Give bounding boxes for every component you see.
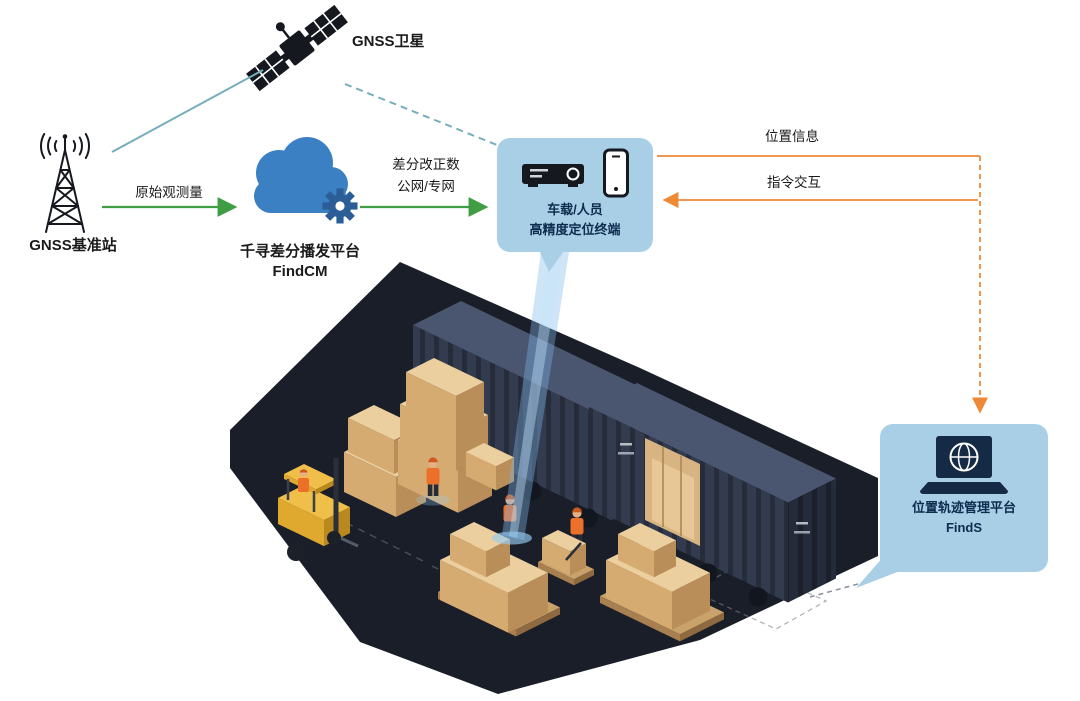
terminal-label: 车载/人员 高精度定位终端 bbox=[529, 200, 620, 239]
base-station-label: GNSS基准站 bbox=[29, 237, 117, 254]
satellite-to-station-link bbox=[111, 69, 264, 153]
cloud-platform-product: FindCM bbox=[272, 263, 328, 281]
positioning-beam bbox=[492, 252, 569, 545]
terminal-label-line2: 高精度定位终端 bbox=[529, 221, 621, 237]
warehouse-scene bbox=[230, 262, 878, 694]
diff-correction-label: 差分改正数 bbox=[392, 157, 460, 172]
finds-label-name: 位置轨迹管理平台 bbox=[911, 500, 1016, 515]
finds-bubble: 位置轨迹管理平台 FindS bbox=[880, 424, 1048, 572]
receiver-box-icon bbox=[522, 164, 584, 187]
satellite-label: GNSS卫星 bbox=[352, 33, 425, 50]
cloud-gear-icon bbox=[254, 137, 358, 224]
gear-icon bbox=[322, 188, 358, 224]
smartphone-icon bbox=[603, 148, 629, 198]
cloud-platform-name: 千寻差分播发平台 bbox=[239, 243, 360, 260]
raw-observation-label: 原始观测量 bbox=[135, 185, 203, 200]
cloud-platform-label: 千寻差分播发平台 FindCM bbox=[222, 242, 378, 283]
finds-label-product: FindS bbox=[945, 519, 983, 535]
network-label: 公网/专网 bbox=[397, 179, 455, 194]
command-interaction-label: 指令交互 bbox=[767, 175, 821, 190]
finds-label: 位置轨迹管理平台 FindS bbox=[912, 498, 1016, 537]
radio-tower-icon bbox=[40, 133, 90, 233]
satellite-icon bbox=[246, 4, 348, 92]
terminal-label-line1: 车载/人员 bbox=[547, 202, 603, 217]
terminal-devices bbox=[520, 148, 630, 198]
terminal-bubble: 车载/人员 高精度定位终端 bbox=[497, 138, 653, 252]
terminal-bubble-tail bbox=[538, 248, 566, 272]
laptop-globe-icon bbox=[920, 436, 1008, 494]
satellite-to-terminal-link bbox=[344, 83, 503, 148]
position-info-label: 位置信息 bbox=[765, 129, 819, 144]
